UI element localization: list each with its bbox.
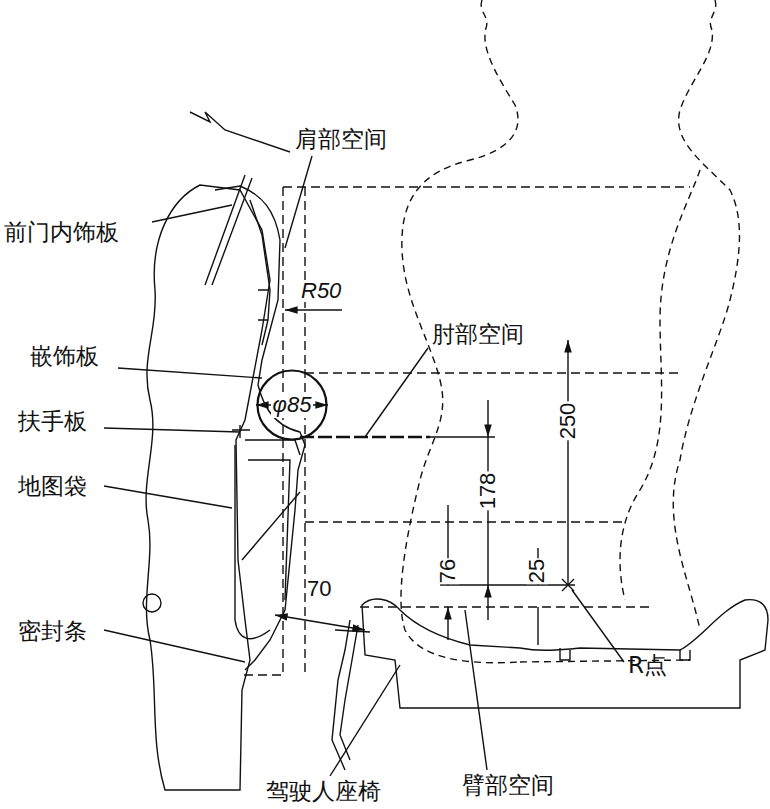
space-boxes [240,187,690,675]
dimension-label: 25 [526,558,548,584]
part-label: 密封条 [18,620,87,643]
part-label: 前门内饰板 [4,221,119,244]
occupant-outline [401,0,739,663]
door-trim [215,186,305,670]
dimension-label: 70 [306,578,332,600]
part-label: 肩部空间 [295,128,387,151]
dimension-label: 76 [437,558,459,584]
dimension-label: R50 [300,280,342,302]
dimension-label: R点 [628,654,667,677]
part-label: 臂部空间 [462,774,554,797]
part-label: 嵌饰板 [30,345,99,368]
part-label: 肘部空间 [432,323,524,346]
driver-seat [362,599,768,708]
diameter-circle: φ85 [256,369,328,441]
part-label: 驾驶人座椅 [266,780,381,803]
dimension-label: 178 [477,472,499,511]
part-label: 地图袋 [18,475,87,498]
part-label: 扶手板 [18,410,87,433]
dimension-label: 250 [557,402,579,441]
diameter-label: φ85 [271,392,314,418]
